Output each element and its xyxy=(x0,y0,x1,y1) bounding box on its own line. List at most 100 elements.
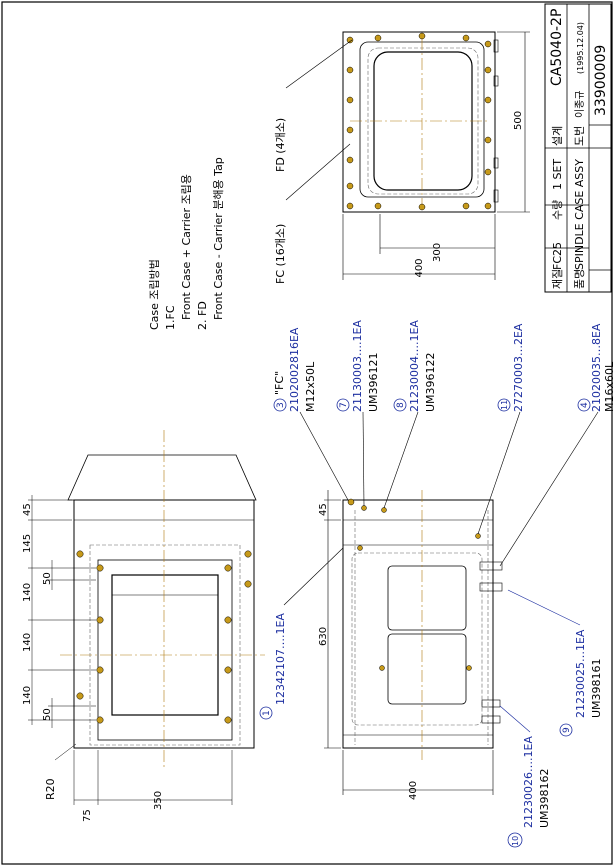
fd-callout: FD (4개소) xyxy=(274,118,287,172)
part-label: 품명 xyxy=(573,269,586,289)
notes-line4: Front Case - Carrier 분해용 Tap xyxy=(211,157,225,320)
dim-top-500: 500 xyxy=(513,111,524,130)
fd-fc-callouts: FD (4개소) FC (16개소) xyxy=(274,39,353,284)
callout-9-spec: UM398161 xyxy=(590,658,603,718)
assembly-notes: Case 조립방법 1.FC Front Case + Carrier 조립용 … xyxy=(148,157,225,330)
dim-side-400: 400 xyxy=(408,781,419,800)
dim-front-75: 75 xyxy=(82,809,93,822)
bolt-icon xyxy=(224,716,232,724)
bolt-icon xyxy=(418,203,426,211)
callout-9-part: 21230025…1EA xyxy=(574,629,587,718)
callout-11-number: 11 xyxy=(500,400,509,410)
front-view-window xyxy=(111,574,219,716)
notes-heading: Case 조립방법 xyxy=(148,259,161,330)
bolt-icon xyxy=(374,34,382,42)
qty-label: 수량 xyxy=(551,200,564,220)
notes-line1: 1.FC xyxy=(164,305,177,330)
front-view xyxy=(60,430,265,770)
designer-name: 이종규 xyxy=(574,90,586,118)
dim-front-350: 350 xyxy=(153,791,164,810)
callout-8-part: 21230004….1EA xyxy=(408,320,421,412)
bolt-icon xyxy=(96,616,104,624)
callout-8-spec: UM396122 xyxy=(424,352,437,412)
design-label: 설계 xyxy=(551,126,564,146)
side-view xyxy=(342,490,503,760)
bolt-icon xyxy=(96,666,104,674)
callout-9-number: 9 xyxy=(562,727,572,733)
bolt-icon xyxy=(346,66,354,74)
side-view-dimensions: 45 630 400 xyxy=(318,490,494,800)
callout-3-spec: M12x50L xyxy=(304,361,317,412)
notes-line2: Front Case + Carrier 조립용 xyxy=(180,174,193,320)
side-view-window-top xyxy=(387,565,467,631)
bolt-icon xyxy=(484,136,492,144)
callout-1-part: 12342107….1EA xyxy=(274,613,287,705)
top-view-dimensions: 400 300 500 xyxy=(342,31,530,280)
part-callouts: 3 "FC" 2102002816EA M12x50L 7 21130003….… xyxy=(259,320,615,848)
callout-3-number: 3 xyxy=(276,402,286,408)
bolt-icon xyxy=(244,550,252,558)
bolt-icon xyxy=(224,666,232,674)
material-label: 재질 xyxy=(551,269,564,289)
callout-4-spec: M16x60L xyxy=(603,361,615,412)
title-block: 재질 FC25 수량 1 SET 설계 CA5040-2P 품명 SPINDLE… xyxy=(544,3,612,293)
bolt-icon xyxy=(244,580,252,588)
callout-10-spec: UM398162 xyxy=(538,768,551,828)
callout-8-number: 8 xyxy=(396,402,406,408)
dim-front-140c: 140 xyxy=(22,686,33,705)
drawing-label: 도번 xyxy=(573,126,586,146)
bolt-icon xyxy=(96,564,104,572)
dim-front-140a: 140 xyxy=(22,583,33,602)
dim-side-45: 45 xyxy=(318,503,329,516)
bolt-icon xyxy=(484,66,492,74)
front-view-bolts xyxy=(76,550,252,724)
dim-front-140b: 140 xyxy=(22,633,33,652)
material-value: FC25 xyxy=(551,242,564,270)
bolt-icon xyxy=(484,40,492,48)
callout-10-number: 10 xyxy=(511,836,520,846)
dim-top-400: 400 xyxy=(414,258,425,277)
bolt-icon xyxy=(346,126,354,134)
callout-10-part: 21230026….1EA xyxy=(522,736,535,828)
callout-3-label: "FC" xyxy=(273,371,286,395)
callout-3-part: 2102002816EA xyxy=(288,327,301,412)
dim-front-145: 145 xyxy=(22,534,33,553)
front-view-cap xyxy=(67,454,257,501)
callout-11-part: 27270003…2EA xyxy=(512,323,525,412)
model-number: CA5040-2P xyxy=(549,9,565,86)
part-value: SPINDLE CASE ASSY xyxy=(573,159,586,270)
callout-4-part: 21020035…8EA xyxy=(590,323,603,412)
bolt-icon xyxy=(224,564,232,572)
bolt-icon xyxy=(374,202,382,210)
dim-front-r20: R20 xyxy=(44,778,57,800)
dim-top-300: 300 xyxy=(432,243,443,262)
top-view-outline xyxy=(342,31,496,213)
callout-7-spec: UM396121 xyxy=(367,352,380,412)
bolt-icon xyxy=(76,550,84,558)
bolt-icon xyxy=(484,168,492,176)
bolt-icon xyxy=(346,96,354,104)
callout-1-number: 1 xyxy=(262,710,272,716)
bolt-icon xyxy=(418,32,426,40)
notes-line3: 2. FD xyxy=(196,301,209,330)
bolt-icon xyxy=(346,202,354,210)
top-view-bolts xyxy=(346,32,492,211)
design-date: (1995.12.04) xyxy=(576,22,585,74)
bolt-icon xyxy=(224,616,232,624)
bolt-icon xyxy=(346,182,354,190)
dim-front-50b: 50 xyxy=(42,708,53,721)
qty-value: 1 SET xyxy=(551,159,564,190)
bolt-icon xyxy=(462,202,470,210)
bolt-icon xyxy=(462,34,470,42)
dim-front-50a: 50 xyxy=(42,572,53,585)
bolt-icon xyxy=(484,96,492,104)
bolt-icon xyxy=(96,716,104,724)
callout-7-part: 21130003….1EA xyxy=(351,320,364,412)
dim-front-45: 45 xyxy=(22,503,33,516)
dim-side-630: 630 xyxy=(318,627,329,646)
bolt-icon xyxy=(76,692,84,700)
bolt-icon xyxy=(484,202,492,210)
top-view xyxy=(342,31,499,213)
